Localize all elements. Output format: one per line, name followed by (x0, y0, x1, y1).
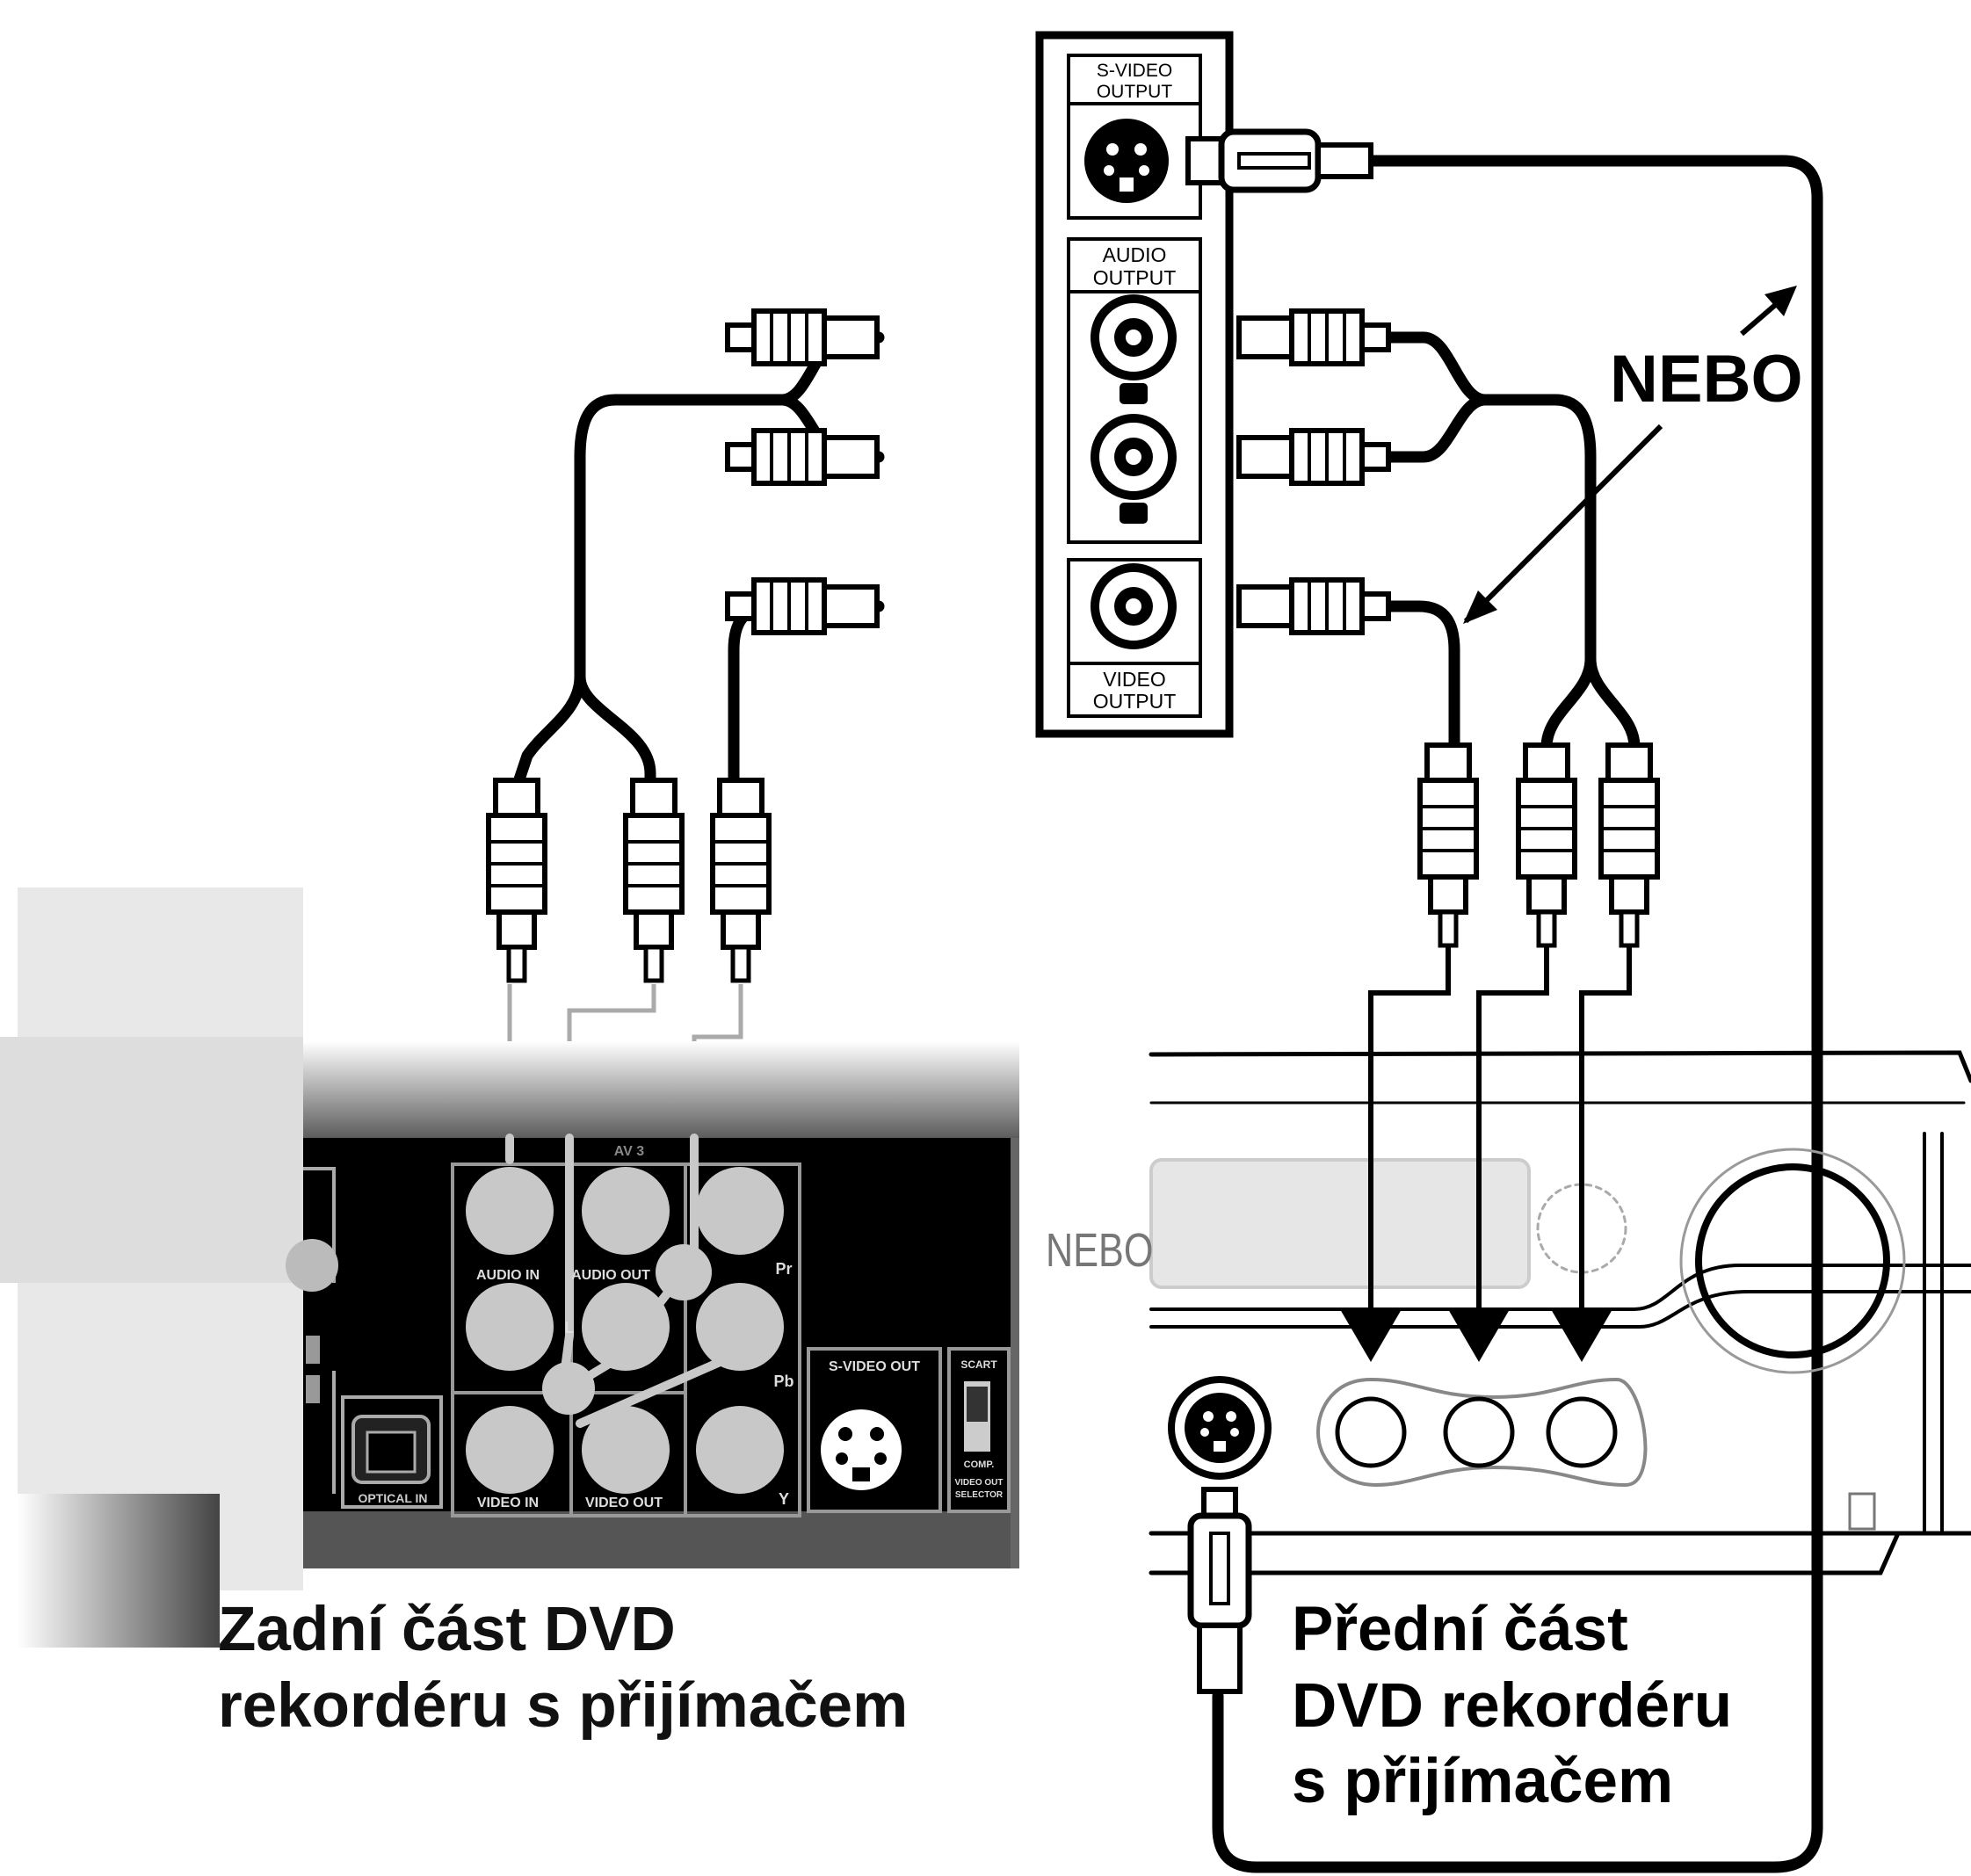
nebo-label-top: NEBO (1610, 342, 1803, 416)
pb-label: Pb (773, 1373, 793, 1390)
audio-out-jack (582, 1167, 670, 1255)
rca-plugs-front (1420, 745, 1657, 945)
scart-label: SCART (960, 1358, 997, 1371)
guide-arrows-front (1368, 945, 1632, 1327)
video-out-selector-label-2: SELECTOR (955, 1490, 1004, 1500)
svideo-plug-front (1187, 1487, 1252, 1694)
video-out-jack (582, 1406, 670, 1494)
video-in-jack (466, 1406, 554, 1494)
front-panel (1149, 1050, 1971, 1575)
cable-left-audio (512, 331, 885, 788)
video-output-jack (1091, 563, 1177, 649)
rear-caption-line-2: rekordéru s přijímačem (218, 1670, 909, 1741)
pr-jack (696, 1167, 784, 1255)
front-audio-l-jack (1443, 1396, 1515, 1468)
front-panel-caption: Přední část DVD rekordéru s přijímačem (1292, 1592, 1732, 1821)
cable-right-audio (1382, 331, 1641, 753)
optical-in-port (341, 1395, 443, 1509)
optical-in-label: OPTICAL IN (358, 1491, 427, 1505)
front-caption-line-3: s přijímačem (1292, 1747, 1674, 1817)
y-jack (696, 1406, 784, 1494)
audio-out-label: AUDIO OUT (571, 1268, 650, 1283)
video-output-label-2: OUTPUT (1093, 690, 1177, 713)
rca-plugs-rear (489, 780, 769, 981)
nebo-arrowheads (1463, 286, 1797, 624)
cable-right-video (1382, 600, 1460, 753)
nebo-label-middle: NEBO (1046, 1224, 1154, 1277)
rear-panel-caption: Zadní část DVD rekordéru s přijímačem (218, 1592, 908, 1744)
pb-jack (696, 1283, 784, 1371)
av3-label: AV 3 (614, 1144, 644, 1159)
front-volume-knob (1695, 1163, 1890, 1358)
video-output-label: VIDEO (1103, 668, 1166, 691)
svideo-output-jack (1084, 119, 1169, 203)
front-caption-line-2: DVD rekordéru (1292, 1670, 1733, 1741)
svideo-output-label-2: OUTPUT (1097, 82, 1173, 102)
svideo-plug-panel (1185, 128, 1373, 193)
front-audio-r-jack (1546, 1396, 1618, 1468)
audio-in-jack (466, 1167, 554, 1255)
audio-output-label: AUDIO (1103, 243, 1167, 266)
y-label: Y (779, 1490, 789, 1508)
svideo-out-label: S-VIDEO OUT (829, 1359, 920, 1374)
arrowheads-front (1340, 1309, 1612, 1362)
l-label: L (565, 1319, 575, 1336)
svideo-output-label: S-VIDEO (1097, 61, 1172, 81)
front-svideo-jack (1168, 1376, 1272, 1480)
video-out-selector-label: VIDEO OUT (954, 1478, 1003, 1488)
cable-svideo (1212, 155, 1823, 1873)
audio-in-label: AUDIO IN (476, 1268, 540, 1283)
pr-label: Pr (775, 1260, 792, 1278)
video-out-label: VIDEO OUT (585, 1496, 663, 1510)
rear-caption-line-1: Zadní část DVD (218, 1595, 676, 1664)
audio-output-r-jack (1091, 414, 1177, 524)
video-in-label: VIDEO IN (477, 1496, 539, 1510)
front-caption-line-1: Přední část (1292, 1595, 1628, 1664)
rear-panel: OPTICAL IN AV 3 AUDIO IN AUDIO OUT L Pr … (0, 887, 1019, 1648)
front-av-jack-surround (1315, 1377, 1648, 1488)
front-video-in-jack (1335, 1396, 1407, 1468)
audio-output-l-jack (1091, 294, 1177, 404)
comp-label: COMP. (964, 1460, 995, 1470)
audio-output-label-2: OUTPUT (1093, 266, 1177, 289)
nebo-pointer-arrows (1463, 287, 1794, 624)
rear-svideo-jack (821, 1409, 902, 1490)
